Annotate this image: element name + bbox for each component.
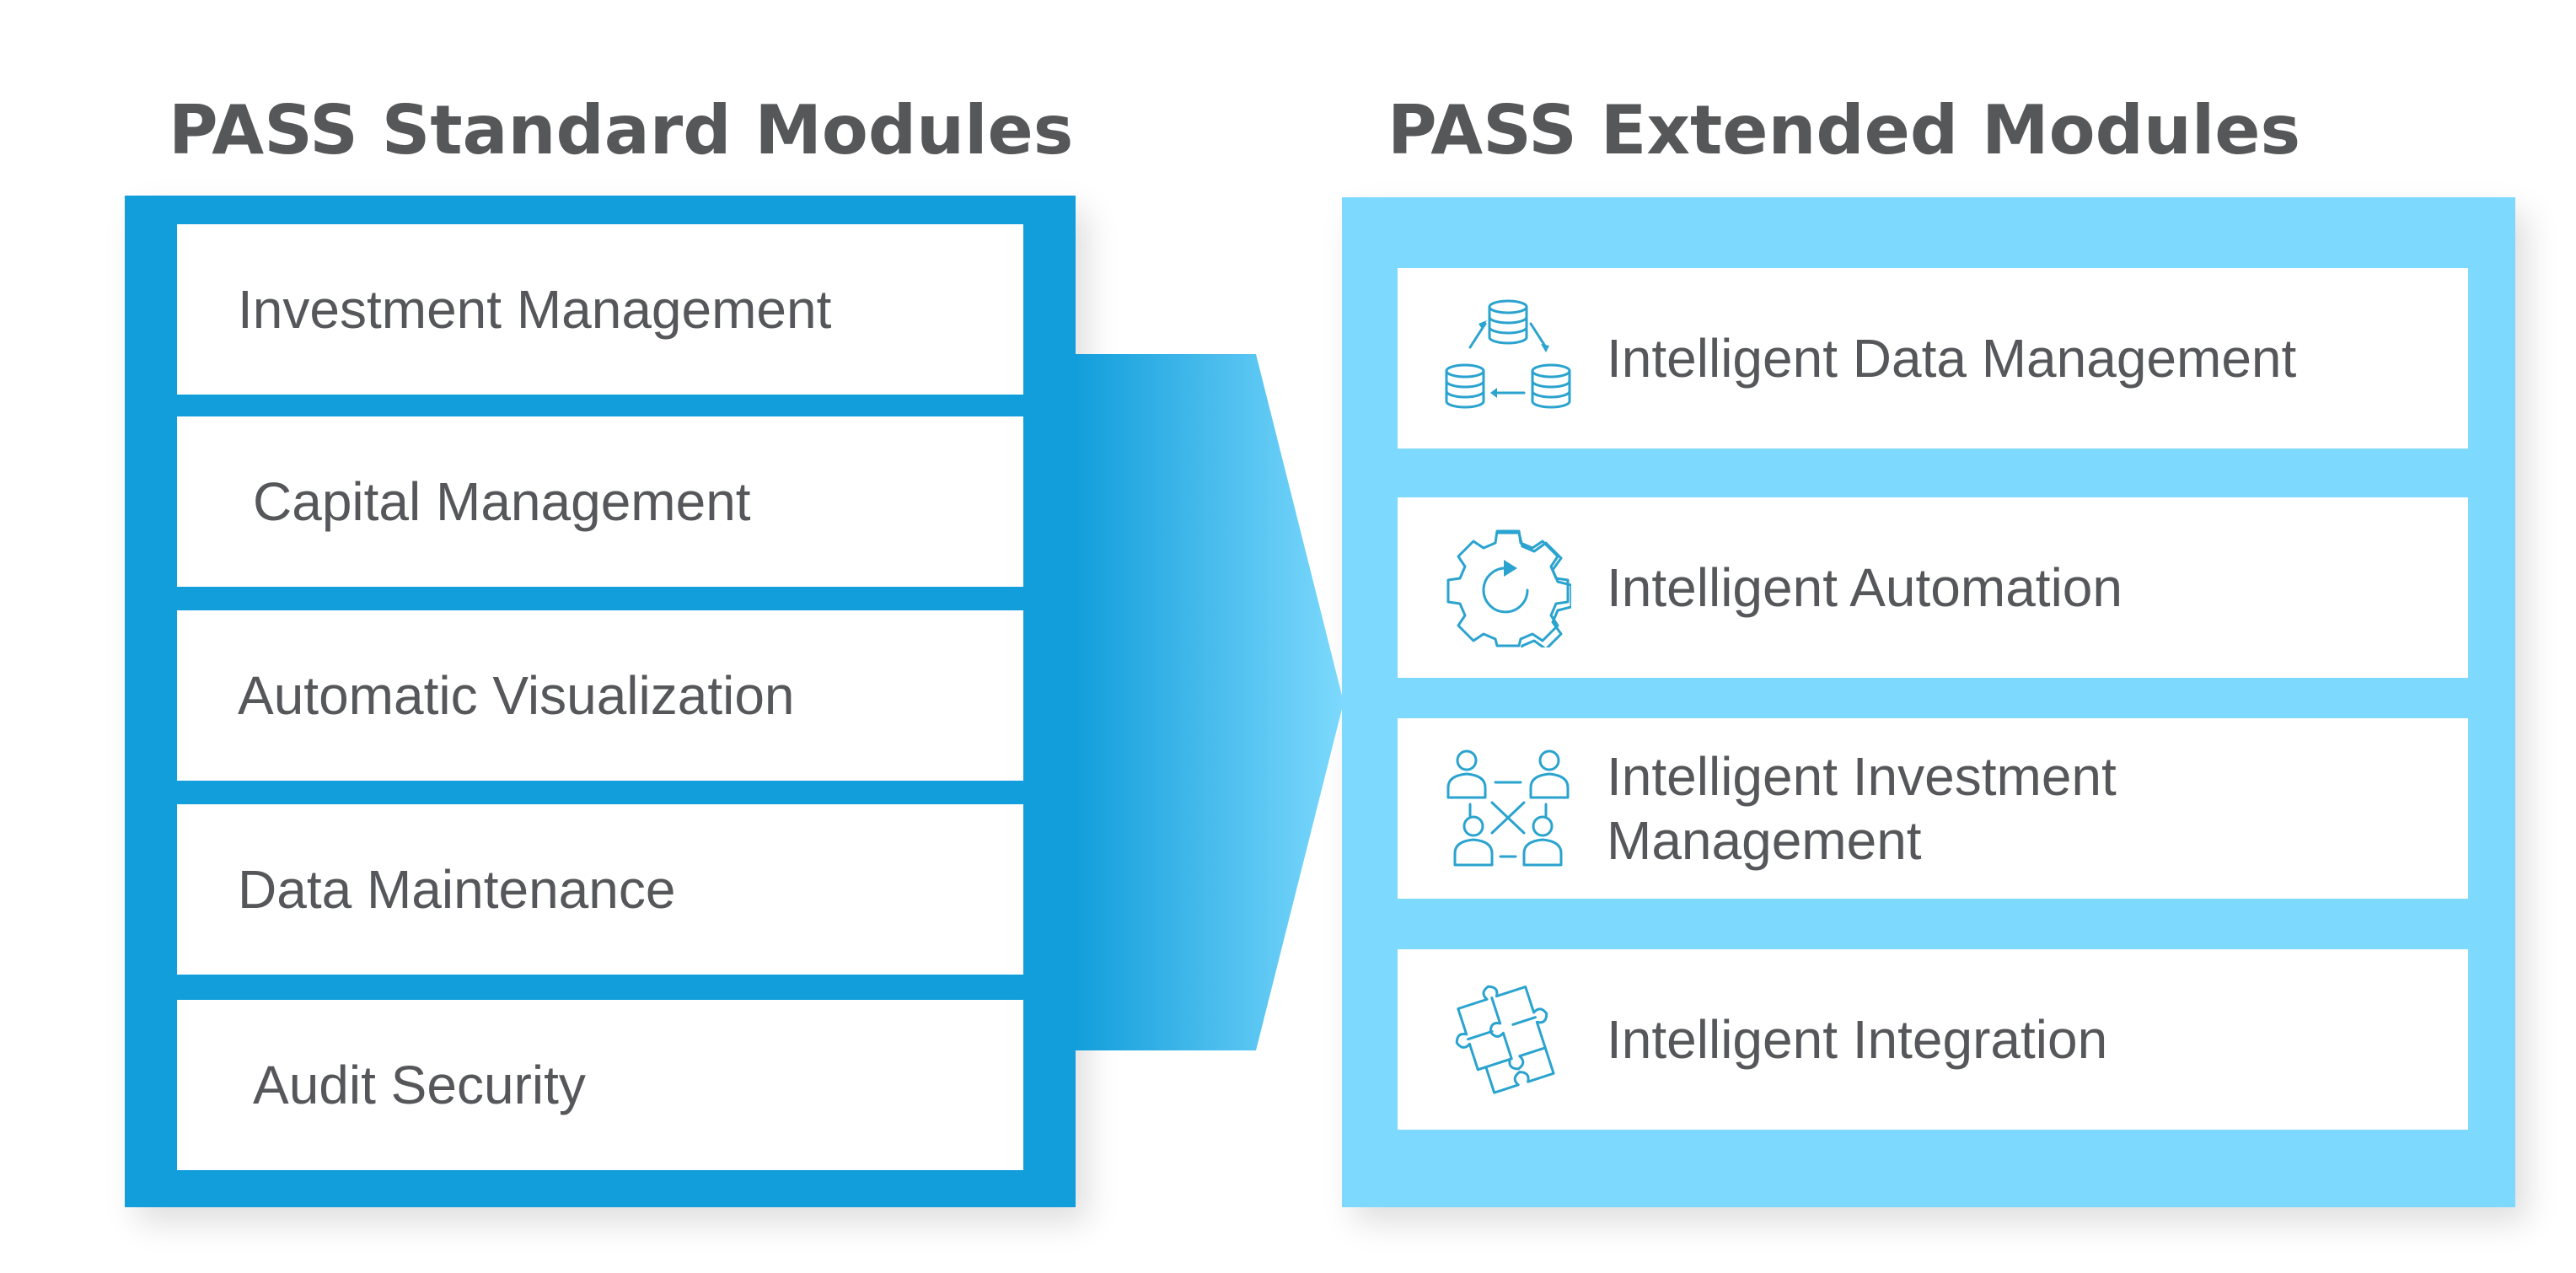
extended-module-label: Intelligent Data Management [1607, 328, 2297, 389]
database-sync-icon [1445, 299, 1571, 409]
extended-module-intelligent-automation: Intelligent Automation [1398, 497, 2468, 678]
extended-module-label: Intelligent Integration [1607, 1009, 2108, 1070]
standard-module-label: Capital Management [253, 471, 751, 532]
standard-module-capital-management: Capital Management [177, 416, 1023, 587]
standard-module-label: Automatic Visualization [238, 665, 795, 726]
people-network-icon [1446, 749, 1570, 867]
standard-modules-title: PASS Standard Modules [169, 91, 1074, 169]
puzzle-icon [1455, 985, 1555, 1094]
standard-module-automatic-visualization: Automatic Visualization [177, 610, 1023, 781]
extended-module-label: Intelligent Investment Management [1607, 746, 2117, 871]
standard-module-investment-management: Investment Management [177, 224, 1023, 395]
standard-module-label: Investment Management [238, 279, 832, 340]
extended-module-intelligent-data-management: Intelligent Data Management [1398, 268, 2468, 449]
extended-modules-title: PASS Extended Modules [1387, 91, 2301, 169]
arrow-connector [1076, 354, 1344, 1050]
extended-module-label: Intelligent Automation [1607, 557, 2123, 618]
standard-module-label: Data Maintenance [238, 859, 676, 920]
standard-module-audit-security: Audit Security [177, 1000, 1023, 1170]
standard-module-data-maintenance: Data Maintenance [177, 804, 1023, 975]
extended-module-intelligent-integration: Intelligent Integration [1398, 949, 2468, 1130]
standard-module-label: Audit Security [253, 1055, 586, 1115]
extended-module-intelligent-investment-management: Intelligent Investment Management [1398, 718, 2468, 899]
gear-cycle-icon [1446, 529, 1571, 647]
